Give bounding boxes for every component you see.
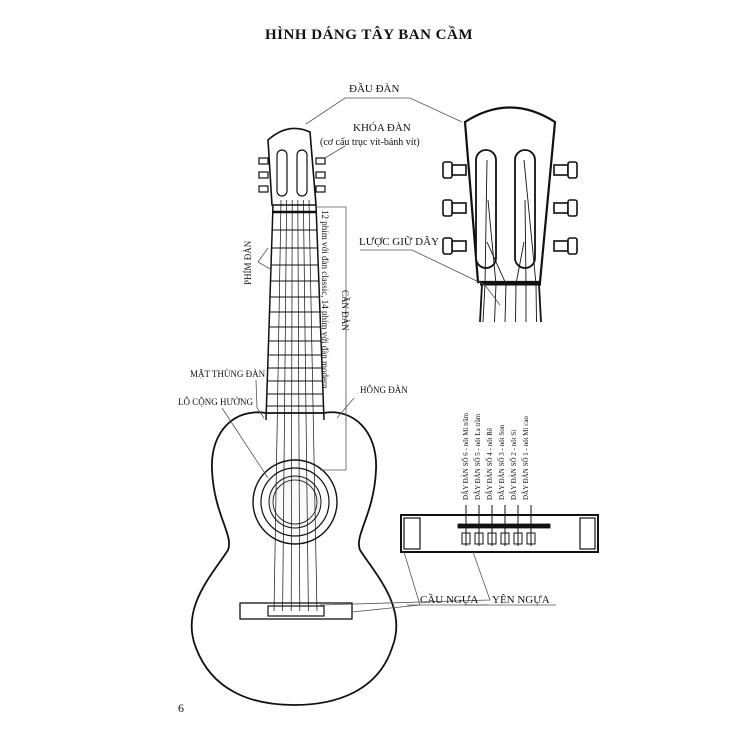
label-can-dan: CẦN ĐÀN [340,290,350,331]
label-phim-dan: PHÍM ĐÀN [243,240,253,285]
headstock-detail-strings [482,159,537,323]
string-1 [308,199,318,612]
label-luoc-giu-day: LƯỢC GIỮ DÂY [359,236,440,248]
string-6 [273,199,282,612]
detail-string-1 [523,159,537,285]
guitar-body [190,411,398,706]
detail-string-4 [486,241,507,285]
detail-string-lower-1 [535,283,537,323]
string-label-3: DÂY ĐÀN SỐ 3 - nốt Son [498,424,506,500]
leader-lines [221,97,556,613]
detail-string-lower-5 [494,283,497,323]
label-mat-thung-dan: MẶT THÙNG ĐÀN [190,369,266,379]
bridge-detail-strings [465,505,532,546]
detail-string-lower-6 [482,283,486,323]
label-dau-dan: ĐẦU ĐÀN [349,83,400,95]
detail-tuning-pegs [442,161,578,255]
string-label-5: DÂY ĐÀN SỐ 5 - nốt La trầm [474,413,482,500]
headstock-detail [442,106,578,323]
string-4 [290,199,293,612]
string-3 [297,199,301,612]
guitar-headstock [258,127,326,206]
string-5 [282,199,287,612]
string-label-6: DÂY ĐÀN SỐ 6 - nốt Mi trầm [462,412,470,500]
label-khoa-dan: KHÓA ĐÀN [353,122,411,134]
label-fret-note: 12 phím với đàn classic, 14 phím với đàn… [320,210,330,389]
string-label-2: DÂY ĐÀN SỐ 2 - nốt Si [510,429,518,500]
label-cau-ngua: CẦU NGỰA [420,594,479,606]
detail-string-3 [515,241,525,285]
string-2 [303,199,309,612]
detail-string-lower-3 [515,283,517,323]
detail-string-2 [524,199,527,285]
detail-string-6 [484,159,488,285]
detail-string-lower-4 [504,283,507,323]
page-title: HÌNH DÁNG TÂY BAN CẦM [264,27,473,43]
guitar-strings [273,199,318,612]
guitar-frets [266,229,324,407]
string-label-1: DÂY ĐÀN SỐ 1 - nốt Mi cao [522,416,530,500]
detail-string-5 [487,199,497,285]
tuning-pegs [258,157,326,193]
page-number: 6 [178,701,184,715]
label-khoa-dan-note: (cơ cấu trục vít-bánh vít) [320,137,420,148]
bridge-detail [400,514,599,553]
string-label-4: DÂY ĐÀN SỐ 4 - nốt Rê [486,427,494,500]
label-lo-cong-huong: LỖ CỘNG HƯỞNG [178,397,253,407]
label-yen-ngua: YÊN NGỰA [492,594,550,606]
label-hong-dan: HÔNG ĐÀN [360,385,408,395]
bridge-tie-blocks [461,532,536,545]
